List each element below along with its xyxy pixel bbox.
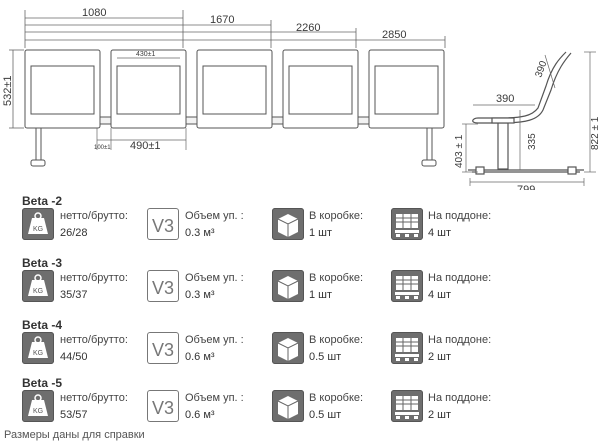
dim-1670: 1670: [210, 14, 234, 26]
volume-value: 0.3 м³: [185, 289, 215, 301]
dim-2850: 2850: [382, 29, 406, 41]
svg-text:V3: V3: [152, 340, 174, 360]
pallet-value: 2 шт: [428, 409, 452, 421]
pallet-icon: [391, 332, 423, 364]
svg-text:KG: KG: [33, 408, 43, 415]
model-name: Beta -3: [22, 256, 63, 270]
weight-label: нетто/брутто:: [60, 334, 128, 346]
svg-text:V3: V3: [152, 216, 174, 236]
svg-text:V3: V3: [152, 278, 174, 298]
model-row: Beta -4 KG нетто/брутто: 44/50 V3 Объем …: [0, 318, 600, 380]
dim-side-depth: 390: [496, 93, 514, 105]
box-value: 0.5 шт: [309, 409, 342, 421]
weight-label: нетто/брутто:: [60, 392, 128, 404]
bench-front-view: [24, 49, 445, 167]
technical-drawing: 1080 1670 2260 2850 532±1 430±1 100±1 49…: [2, 7, 600, 190]
bench-side-view: [468, 51, 584, 175]
weight-value: 53/57: [60, 409, 88, 421]
dim-1080: 1080: [82, 7, 106, 19]
kg-weight-icon: KG: [22, 270, 54, 302]
weight-value: 26/28: [60, 227, 88, 239]
weight-value: 44/50: [60, 351, 88, 363]
volume-label: Объем уп. :: [185, 392, 244, 404]
box-value: 1 шт: [309, 289, 333, 301]
dim-side-total-height: 822 ± 1: [590, 116, 600, 150]
dim-side-width: 799: [517, 184, 535, 190]
weight-value: 35/37: [60, 289, 88, 301]
kg-weight-icon: KG: [22, 208, 54, 240]
dim-gap: 100±1: [94, 145, 111, 151]
box-label: В коробке:: [309, 334, 364, 346]
volume-icon: V3: [147, 390, 179, 422]
footnote: Размеры даны для справки: [4, 429, 145, 441]
dim-seat-inner: 430±1: [136, 51, 156, 58]
pallet-label: На поддоне:: [428, 334, 492, 346]
volume-label: Объем уп. :: [185, 334, 244, 346]
volume-icon: V3: [147, 208, 179, 240]
box-value: 0.5 шт: [309, 351, 342, 363]
model-row: Beta -5 KG нетто/брутто: 53/57 V3 Объем …: [0, 376, 600, 438]
pallet-label: На поддоне:: [428, 392, 492, 404]
weight-label: нетто/брутто:: [60, 210, 128, 222]
weight-label: нетто/брутто:: [60, 272, 128, 284]
top-dimensions: [24, 10, 446, 48]
model-name: Beta -5: [22, 376, 63, 390]
dim-height: 532±1: [2, 75, 14, 106]
volume-label: Объем уп. :: [185, 210, 244, 222]
pallet-label: На поддоне:: [428, 210, 492, 222]
model-name: Beta -4: [22, 318, 63, 332]
box-label: В коробке:: [309, 392, 364, 404]
svg-text:KG: KG: [33, 350, 43, 357]
dim-side-seat-height: 403 ± 1: [454, 134, 465, 168]
box-label: В коробке:: [309, 272, 364, 284]
dim-seat-pitch: 490±1: [130, 140, 161, 152]
pallet-label: На поддоне:: [428, 272, 492, 284]
pallet-icon: [391, 270, 423, 302]
svg-text:KG: KG: [33, 226, 43, 233]
box-icon: [272, 332, 304, 364]
pallet-value: 4 шт: [428, 227, 452, 239]
volume-value: 0.6 м³: [185, 409, 215, 421]
kg-weight-icon: KG: [22, 332, 54, 364]
volume-icon: V3: [147, 332, 179, 364]
volume-label: Объем уп. :: [185, 272, 244, 284]
dim-2260: 2260: [296, 22, 320, 34]
box-icon: [272, 270, 304, 302]
model-name: Beta -2: [22, 194, 63, 208]
box-icon: [272, 208, 304, 240]
volume-icon: V3: [147, 270, 179, 302]
svg-text:V3: V3: [152, 398, 174, 418]
volume-value: 0.6 м³: [185, 351, 215, 363]
box-label: В коробке:: [309, 210, 364, 222]
pallet-value: 4 шт: [428, 289, 452, 301]
model-row: Beta -3 KG нетто/брутто: 35/37 V3 Объем …: [0, 256, 600, 318]
dim-side-leg: 335: [527, 133, 538, 150]
box-icon: [272, 390, 304, 422]
pallet-value: 2 шт: [428, 351, 452, 363]
model-row: Beta -2 KG нетто/брутто: 26/28 V3 Объем …: [0, 194, 600, 256]
svg-text:KG: KG: [33, 288, 43, 295]
box-value: 1 шт: [309, 227, 333, 239]
kg-weight-icon: KG: [22, 390, 54, 422]
pallet-icon: [391, 208, 423, 240]
volume-value: 0.3 м³: [185, 227, 215, 239]
pallet-icon: [391, 390, 423, 422]
